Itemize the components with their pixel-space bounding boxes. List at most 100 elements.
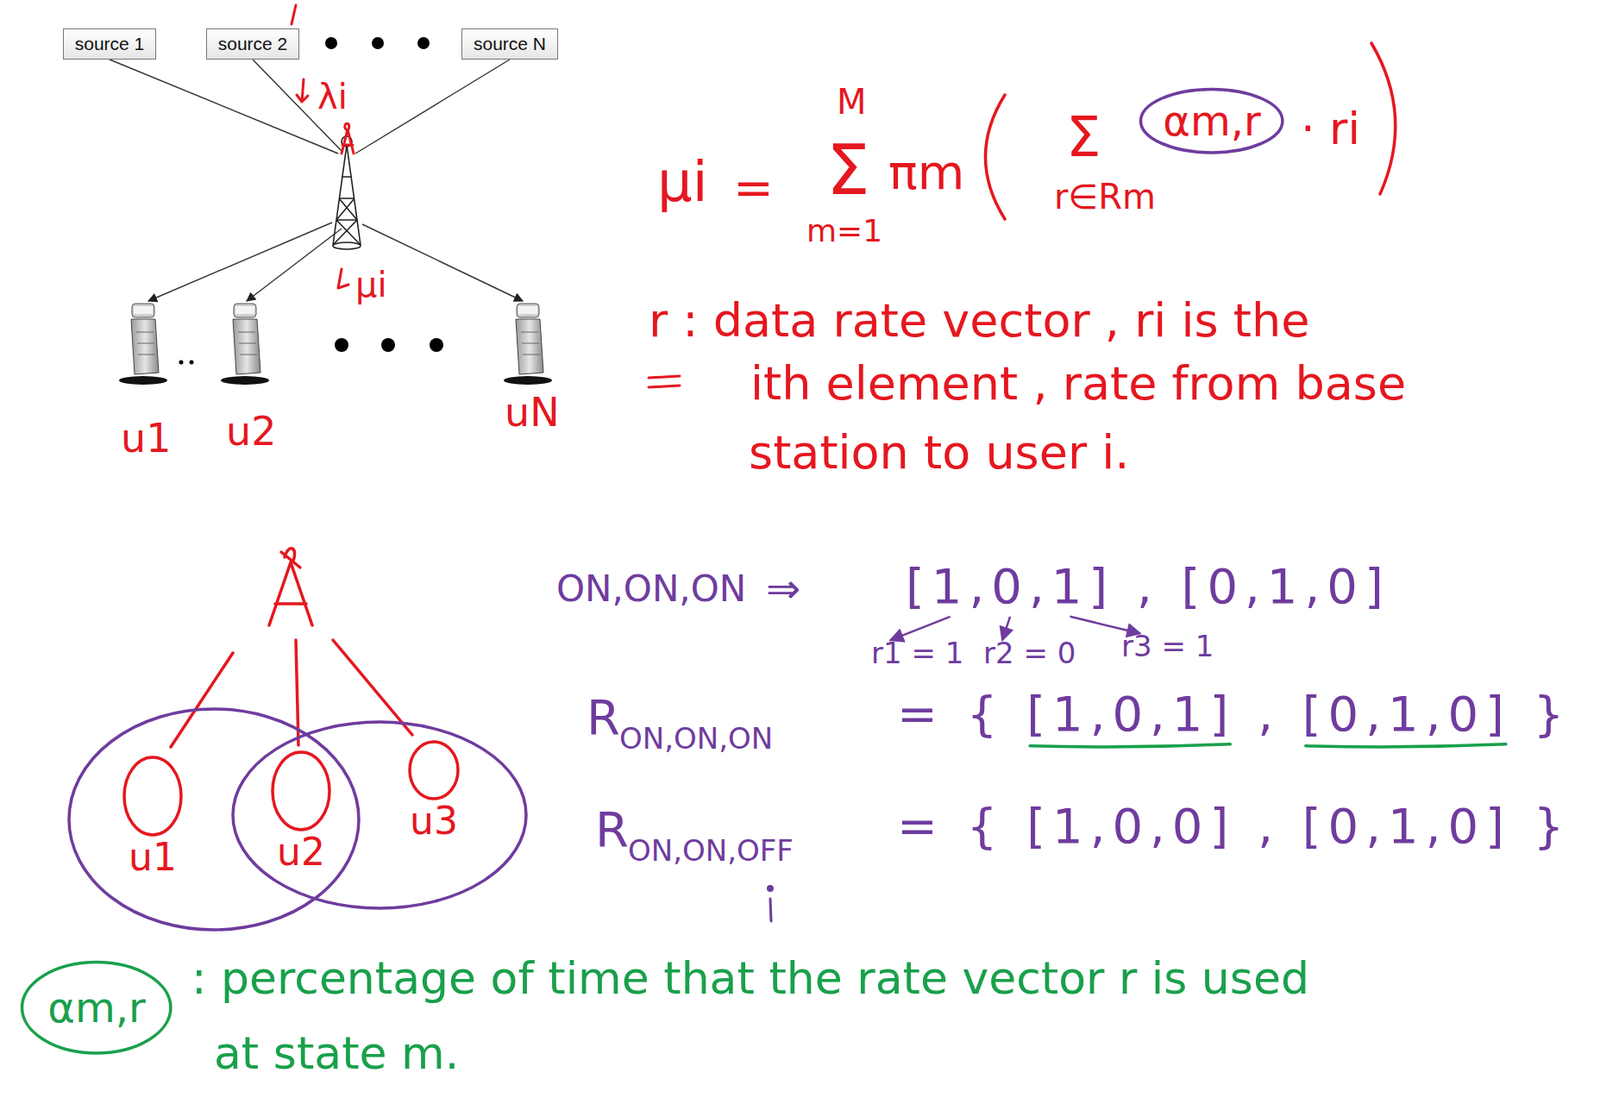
user-circle [272, 752, 330, 830]
phone-icon [220, 376, 270, 385]
ellipsis-dots [371, 37, 384, 50]
source-box: source 2 [206, 28, 300, 60]
phone-icon [119, 376, 168, 385]
user-group [232, 721, 527, 909]
definition-text: r : data rate vector , ri is the [648, 294, 1310, 348]
formula-term: πm [888, 144, 965, 201]
base-station-tower [332, 144, 361, 245]
rate-element: r3 = 1 [1121, 629, 1214, 664]
tower-sketch [341, 123, 354, 154]
user-label: uN [504, 389, 560, 436]
vector-underline [648, 385, 680, 388]
wireless-link [170, 640, 413, 747]
implies-symbol: ⇒ [765, 564, 801, 613]
phone-icon [233, 303, 257, 318]
user-node: u3 [407, 739, 461, 841]
source-link [109, 59, 339, 154]
base-station-tower [332, 242, 361, 250]
phone-icon [119, 303, 168, 385]
user-label: u2 [225, 408, 277, 455]
downlink-arrow [148, 222, 333, 302]
user-node-label: u2 [269, 832, 333, 873]
user-node: u1 [121, 754, 184, 878]
user-node-label: u3 [407, 801, 461, 841]
formula-term: μi [657, 150, 709, 215]
source-label: source 2 [218, 34, 289, 54]
user-node-label: u1 [121, 837, 184, 878]
annotation-stroke [291, 5, 296, 25]
phone-icon [232, 319, 261, 375]
source-link [109, 59, 510, 154]
definition-text: station to user i. [748, 426, 1130, 480]
phone-icon [503, 376, 553, 385]
user-circle [407, 739, 461, 802]
user-label: u2 [269, 832, 333, 873]
formula-bracket [1371, 43, 1396, 195]
definition-text: : percentage of time that the rate vecto… [191, 953, 1310, 1005]
ellipsis-dots [417, 37, 430, 50]
annotation-stroke [338, 269, 349, 289]
phone-icon [238, 332, 258, 355]
state-label: ON,ON,ON [556, 568, 747, 610]
phone-icon [518, 306, 538, 314]
symbol-text: αm,r [1162, 99, 1261, 143]
user-label: u1 [121, 837, 184, 878]
source-box: source 1 [62, 28, 157, 60]
user-circle [124, 757, 182, 835]
rate-annotation: λi [317, 76, 348, 117]
phone-icon [136, 332, 156, 355]
vector-underline [648, 376, 680, 378]
downlink-arrow [148, 222, 523, 302]
phone-icon [515, 319, 544, 375]
circled-term: αm,r [19, 960, 173, 1055]
user-circle [269, 749, 333, 833]
ellipsis-dots [179, 360, 184, 365]
annotation-stroke [770, 898, 772, 922]
tower-sketch [341, 123, 354, 154]
formula-term: · ri [1300, 103, 1361, 156]
phone-icon [131, 303, 155, 318]
formula-term: Σ [1066, 106, 1101, 170]
formula-term: M [836, 81, 867, 122]
circle-outline [1141, 88, 1283, 152]
rate-element: r2 = 0 [983, 636, 1076, 671]
phone-icon [235, 306, 255, 314]
annotation-stroke [291, 5, 349, 289]
phone-icon [220, 303, 270, 385]
highlight-underline [1029, 744, 1230, 747]
formula-bracket [985, 43, 1396, 220]
phone-icon [133, 306, 153, 314]
formula-term: Σ [826, 131, 871, 211]
symbol-text: αm,r [47, 985, 145, 1030]
definition-text: ith element , rate from base [750, 357, 1406, 411]
source-label: source 1 [75, 34, 145, 54]
source-label: source N [473, 34, 546, 54]
user-circle [409, 741, 459, 799]
set-symbol: R [595, 802, 629, 858]
set-subscript: ON,ON,OFF [627, 834, 794, 868]
formula-term: m=1 [806, 213, 883, 249]
rate-element: r1 = 1 [871, 636, 964, 671]
vector-underline [648, 376, 680, 388]
phone-icon [516, 303, 540, 318]
source-link [355, 59, 510, 154]
ellipsis-dots [325, 37, 338, 50]
user-label: u3 [407, 801, 461, 841]
rate-set: = { [1,0,1] , [0,1,0] } [897, 686, 1571, 742]
wireless-link [170, 652, 233, 747]
annotation-stroke [768, 886, 773, 891]
base-station-sketch [269, 548, 313, 626]
ellipsis-dots [381, 338, 396, 352]
user-node: u2 [269, 749, 333, 873]
user-circle [121, 754, 184, 838]
rate-set: = { [1,0,0] , [0,1,0] } [897, 798, 1571, 854]
formula-bracket [985, 94, 1006, 220]
ellipsis-dots [334, 338, 349, 352]
user-group [69, 709, 527, 930]
set-symbol: R [586, 690, 621, 746]
user-label: u1 [120, 415, 171, 462]
annotation-stroke [768, 886, 773, 923]
circle-outline [22, 961, 171, 1053]
